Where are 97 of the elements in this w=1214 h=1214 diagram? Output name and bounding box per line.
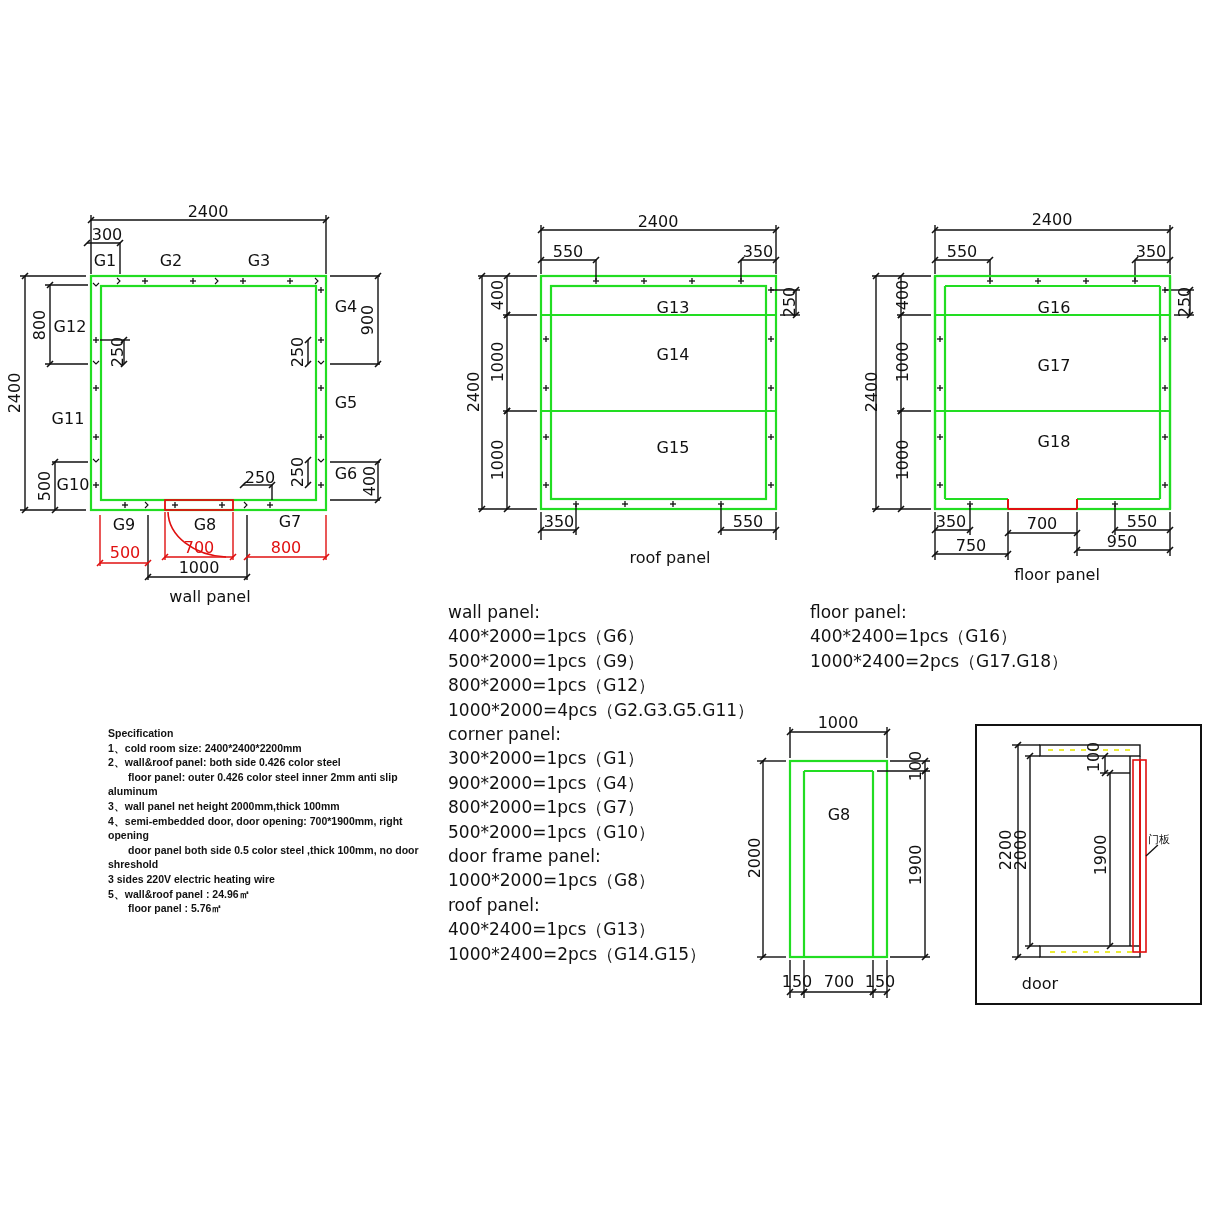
part-code: G12 <box>53 319 87 335</box>
part-code: G16 <box>1037 300 1071 316</box>
dimension-value: 550 <box>552 244 584 260</box>
dimension-value: 100 <box>1086 741 1102 773</box>
list-heading: floor panel: <box>810 601 908 624</box>
list-heading: wall panel: <box>448 601 542 624</box>
parts-list-item: 1000*2400=2pcs（G17.G18） <box>810 649 1069 673</box>
dimension-value: 700 <box>823 974 855 990</box>
part-code: G1 <box>93 253 117 269</box>
dimension-value: 250 <box>110 336 126 368</box>
spec-item: 5、wall&roof panel : 24.96㎡ <box>108 886 251 902</box>
dimension-value: 2400 <box>187 204 229 220</box>
drawing-title: floor panel <box>1014 567 1100 583</box>
dimension-value: 900 <box>360 304 376 336</box>
part-label: 门板 <box>1148 834 1170 845</box>
dimension-value: 1000 <box>895 439 911 481</box>
dimension-value: 1000 <box>895 341 911 383</box>
dimension-value: 400 <box>490 279 506 311</box>
dimension-value: 250 <box>1177 286 1193 318</box>
part-code: G8 <box>827 807 851 823</box>
dimension-value: 1900 <box>908 844 924 886</box>
dimension-value: 1000 <box>178 560 220 576</box>
dimension-value: 250 <box>244 470 276 486</box>
spec-item: 3 sides 220V electric heating wire <box>108 871 276 887</box>
spec-item: 3、wall panel net height 2000mm,thick 100mm <box>108 798 341 814</box>
dimension-value: 500 <box>109 545 141 561</box>
dimension-value: 800 <box>270 540 302 556</box>
leader-line <box>1145 844 1159 857</box>
drawing-title: door <box>1021 976 1059 992</box>
part-code: G8 <box>193 517 217 533</box>
part-code: G9 <box>112 517 136 533</box>
dimension-value: 750 <box>955 538 987 554</box>
part-code: G18 <box>1037 434 1071 450</box>
parts-list-item: 800*2000=1pcs（G12） <box>448 674 657 698</box>
dimension-value: 100 <box>908 750 924 782</box>
dimension-value: 550 <box>1126 514 1158 530</box>
parts-list-item: 400*2000=1pcs（G6） <box>448 625 646 649</box>
dimension-value: 400 <box>895 279 911 311</box>
spec-item: 1、cold room size: 2400*2400*2200mm <box>108 740 303 756</box>
parts-list-item: 400*2400=1pcs（G16） <box>810 625 1019 649</box>
part-code: G4 <box>334 299 358 315</box>
parts-list-item: 500*2000=1pcs（G9） <box>448 649 646 673</box>
parts-list-item: 1000*2000=4pcs（G2.G3.G5.G11） <box>448 698 755 722</box>
drawing-title: wall panel <box>169 589 251 605</box>
dimension-value: 800 <box>32 309 48 341</box>
dimension-value: 2400 <box>466 371 482 413</box>
dimension-value: 550 <box>946 244 978 260</box>
spec-item: 2、wall&roof panel: both side 0.426 color steel <box>108 755 342 770</box>
part-code: G3 <box>247 253 271 269</box>
spec-heading: Specification <box>108 726 175 741</box>
drawing-title: roof panel <box>629 550 711 566</box>
dimension-value: 1000 <box>490 439 506 481</box>
dimension-value: 1000 <box>490 341 506 383</box>
parts-list-item: 800*2000=1pcs（G7） <box>448 796 646 820</box>
spec-item: floor panel: outer 0.426 color steel inner 2mm anti slip aluminum <box>108 769 399 799</box>
dimension-value: 250 <box>782 286 798 318</box>
dimension-value: 2400 <box>637 214 679 230</box>
part-code: G7 <box>278 514 302 530</box>
dimension-value: 400 <box>362 465 378 497</box>
dimension-value: 1000 <box>817 715 859 731</box>
door-leaf <box>1132 759 1147 953</box>
dimension-value: 2000 <box>1013 829 1029 871</box>
part-code: G6 <box>334 466 358 482</box>
part-code: G17 <box>1037 358 1071 374</box>
part-code: G14 <box>656 347 690 363</box>
parts-list-item: 300*2000=1pcs（G1） <box>448 747 646 771</box>
dimension-value: 950 <box>1106 534 1138 550</box>
spec-item: door panel both side 0.5 color steel ,thick 100mm, no door shreshold <box>108 842 420 872</box>
dimension-value: 300 <box>91 227 123 243</box>
dimension-value: 250 <box>290 336 306 368</box>
spec-item: floor panel : 5.76㎡ <box>127 901 224 916</box>
list-heading: roof panel: <box>448 893 541 917</box>
part-code: G13 <box>656 300 690 316</box>
parts-list-item: 1000*2400=2pcs（G14.G15） <box>448 942 708 966</box>
part-code: G11 <box>51 411 85 427</box>
dimension-value: 350 <box>935 514 967 530</box>
part-code: G10 <box>56 477 90 493</box>
parts-list-item: 500*2000=1pcs（G10） <box>448 820 657 844</box>
dimension-value: 350 <box>543 514 575 530</box>
parts-list-item: 900*2000=1pcs（G4） <box>448 771 646 795</box>
dimension-value: 700 <box>1026 516 1058 532</box>
dimension-value: 1900 <box>1093 834 1109 876</box>
dimension-value: 550 <box>732 514 764 530</box>
dimension-value: 2000 <box>747 837 763 879</box>
dimension-value: 2400 <box>1031 212 1073 228</box>
part-code: G15 <box>656 440 690 456</box>
parts-list-item: 400*2400=1pcs（G13） <box>448 918 657 942</box>
dimension-value: 500 <box>37 470 53 502</box>
dimension-value: 2200 <box>998 829 1014 871</box>
list-heading: corner panel: <box>448 723 562 747</box>
dimension-value: 350 <box>742 244 774 260</box>
part-code: G5 <box>334 395 358 411</box>
dimension-value: 2400 <box>7 372 23 414</box>
dimension-value: 350 <box>1135 244 1167 260</box>
part-code: G2 <box>159 253 183 269</box>
dimension-value: 250 <box>290 456 306 488</box>
dimension-value: 2400 <box>864 371 880 413</box>
